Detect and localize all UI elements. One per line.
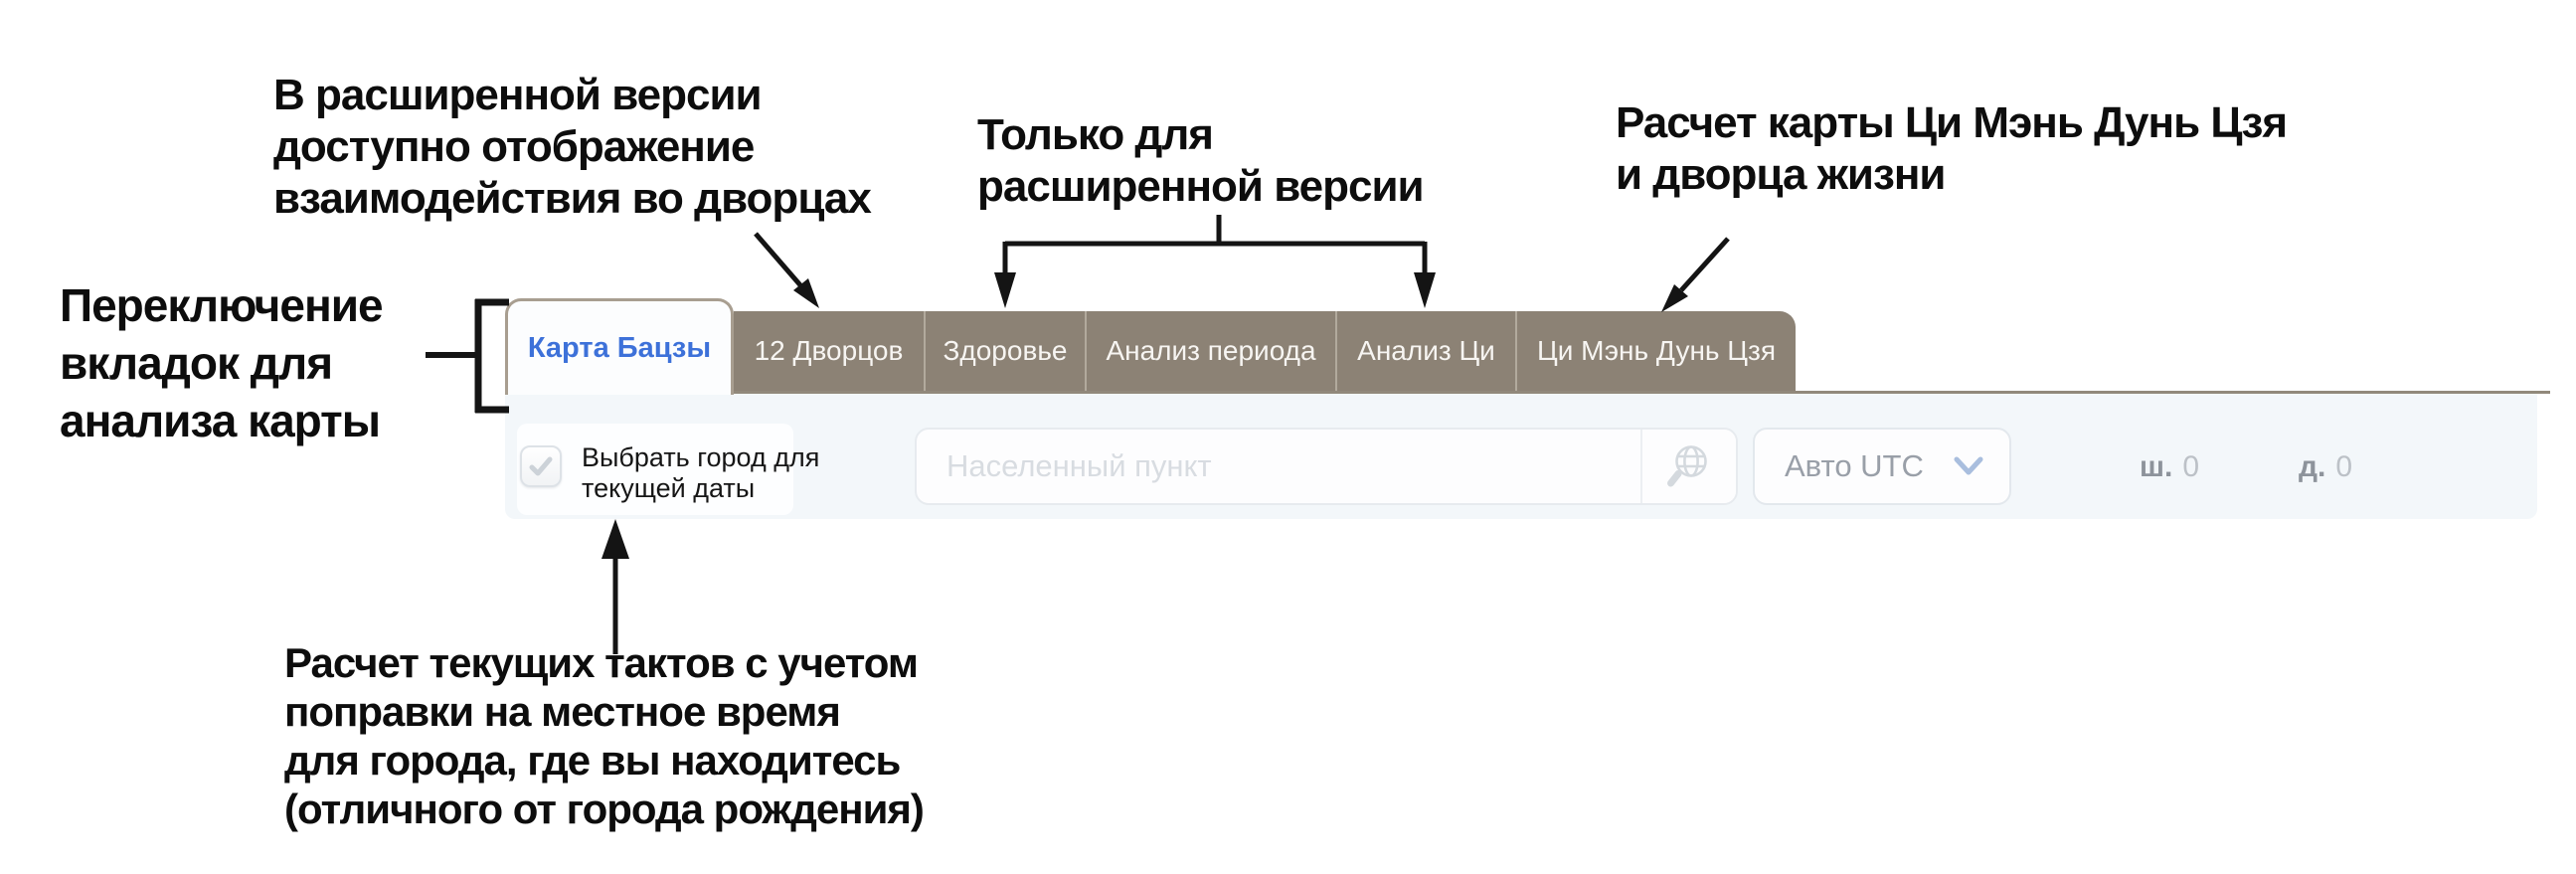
annotation-line: Расчет карты Ци Мэнь Дунь Цзя	[1616, 98, 2288, 147]
annotation-extended-only: Только для расширенной версии	[977, 109, 1425, 213]
annotation-tab-switching: Переключение вкладок для анализа карты	[60, 276, 384, 449]
tabbar-bottom-border	[505, 391, 2550, 394]
chevron-down-icon	[1954, 456, 1983, 475]
tab-12-palaces[interactable]: 12 Дворцов	[754, 335, 904, 366]
annotation-line: (отличного от города рождения)	[284, 786, 925, 832]
annotation-line: доступно отображение	[273, 122, 755, 171]
annotation-line: Расчет текущих тактов с учетом	[284, 639, 919, 686]
latitude-label: ш.	[2140, 450, 2173, 483]
city-input-group	[915, 428, 1738, 505]
annotation-line: для города, где вы находитесь	[284, 737, 901, 784]
annotation-line: поправки на местное время	[284, 688, 841, 735]
current-city-checkbox-label[interactable]: Выбрать город для текущей даты	[582, 442, 819, 504]
longitude-readout: д. 0	[2299, 450, 2352, 484]
connector-tab-switching-bracket-icon	[426, 298, 509, 414]
annotation-line: анализа карты	[60, 395, 381, 446]
arrow-extended-only-bracket-icon	[994, 215, 1436, 308]
annotation-extended-palaces: В расширенной версии доступно отображени…	[273, 70, 872, 225]
city-checkbox-panel	[517, 424, 793, 515]
label-line: текущей даты	[582, 473, 756, 503]
annotation-qimen-calc: Расчет карты Ци Мэнь Дунь Цзя и дворца ж…	[1616, 97, 2288, 201]
tab-period-analysis[interactable]: Анализ периода	[1085, 311, 1335, 391]
utc-timezone-select[interactable]: Авто UTC	[1753, 428, 2011, 505]
utc-selected-value: Авто UTC	[1785, 448, 1924, 483]
annotation-line: Только для	[977, 110, 1214, 159]
globe-search-icon	[1667, 445, 1707, 487]
tab-qimen-dunjia[interactable]: Ци Мэнь Дунь Цзя	[1515, 311, 1796, 391]
check-icon	[529, 456, 553, 476]
city-search-input[interactable]	[917, 430, 1640, 503]
tab-health[interactable]: Здоровье	[924, 311, 1085, 391]
arrow-extended-to-12palaces-icon	[754, 232, 819, 308]
arrow-tacts-to-checkbox-icon	[601, 519, 629, 654]
annotation-line: взаимодействия во дворцах	[273, 174, 872, 223]
current-city-checkbox[interactable]	[520, 445, 562, 487]
latitude-value: 0	[2182, 450, 2200, 483]
tab-qi-analysis[interactable]: Анализ Ци	[1335, 311, 1515, 391]
label-line: Выбрать город для	[582, 442, 820, 472]
annotation-line: В расширенной версии	[273, 71, 763, 119]
arrow-qimen-to-tab-icon	[1661, 237, 1730, 312]
annotation-line: расширенной версии	[977, 162, 1425, 211]
city-geo-search-button[interactable]	[1640, 430, 1736, 503]
annotation-line: Переключение	[60, 279, 384, 331]
tabbar-inactive-group: 12 Дворцов Здоровье Анализ периода Анали…	[734, 311, 1796, 391]
annotation-line: и дворца жизни	[1616, 150, 1946, 199]
latitude-readout: ш. 0	[2140, 450, 2199, 484]
annotation-current-tacts: Расчет текущих тактов с учетом поправки …	[284, 638, 925, 833]
longitude-label: д.	[2299, 450, 2326, 483]
longitude-value: 0	[2335, 450, 2353, 483]
annotation-line: вкладок для	[60, 337, 333, 389]
tab-bazi-chart[interactable]: Карта Бацзы	[505, 298, 734, 395]
location-toolbar: Выбрать город для текущей даты Авто UTC …	[505, 394, 2537, 519]
